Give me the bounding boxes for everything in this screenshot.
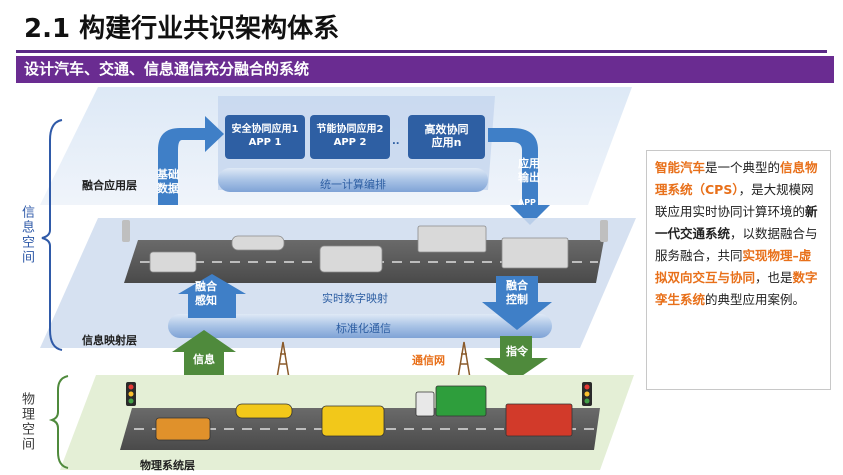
physical-vehicles xyxy=(155,385,573,441)
command-arrow xyxy=(484,336,548,380)
standard-comm-label: 标准化通信 xyxy=(336,322,391,335)
physical-traffic-lights xyxy=(126,382,592,406)
base-data-arrow xyxy=(158,116,224,205)
info-space-bracket xyxy=(41,119,63,351)
virtual-vehicles xyxy=(149,225,569,273)
virtual-traffic-lights xyxy=(122,220,608,242)
app-2-name: 节能协同应用2 xyxy=(316,124,384,135)
app-box-n xyxy=(408,115,485,159)
panel-text-5: 新一代交通系统 xyxy=(655,204,818,241)
app-1-label: 安全协同应用1 APP 1 xyxy=(225,123,305,149)
panel-text-4: ，是大规模网联应用实时协同计算环境的 xyxy=(655,182,814,219)
app-n-name: 高效协同 xyxy=(424,123,469,136)
page-title: 2.1 构建行业共识架构体系 xyxy=(24,14,340,44)
command-label: 指令 xyxy=(506,345,528,358)
app-output-arrow xyxy=(488,128,550,225)
info-label: 信息 xyxy=(193,353,215,366)
fusion-app-layer-label: 融合应用层 xyxy=(82,179,137,192)
panel-text-6: ，以数据融合与服务融合，共同 xyxy=(655,226,818,263)
apps-ellipsis: .. xyxy=(392,136,400,147)
fusion-control-arrow xyxy=(482,276,552,330)
app-n-sub: 应用n xyxy=(431,136,462,149)
app-2-label: 节能协同应用2 APP 2 xyxy=(310,123,390,149)
info-panel: 智能汽车是一个典型的信息物理系统（CPS），是大规模网联应用实时协同计算环境的新… xyxy=(646,150,831,390)
app-output-label: 应用输出 xyxy=(518,157,540,184)
panel-text-9: 数字孪生系统 xyxy=(655,270,818,307)
app-box-2 xyxy=(310,115,390,159)
panel-text-3: 信息物理系统（CPS） xyxy=(655,160,818,197)
physical-space-bracket xyxy=(48,375,69,469)
app-1-sub: APP 1 xyxy=(248,137,282,148)
panel-text-7: 实现物理–虚拟双向交互与协同 xyxy=(655,248,812,285)
app-2-sub: APP 2 xyxy=(333,137,367,148)
compute-pipe xyxy=(218,168,488,192)
physical-space-label: 物理空间 xyxy=(19,392,34,452)
physical-system-layer-label: 物理系统层 xyxy=(140,459,195,472)
comm-network-label: 通信网 xyxy=(412,354,445,367)
base-data-label: 基础数据 xyxy=(157,168,179,195)
info-arrow xyxy=(172,330,236,380)
panel-text-10: 的典型应用案例。 xyxy=(705,292,806,307)
info-mapping-layer-label: 信息映射层 xyxy=(82,334,137,347)
standard-comm-pipe xyxy=(168,314,552,338)
app-1-name: 安全协同应用1 xyxy=(231,124,299,135)
realtime-mapping-label: 实时数字映射 xyxy=(322,292,388,305)
info-space-label: 信息空间 xyxy=(19,205,34,265)
app-output-sub-label: APP xyxy=(518,198,536,207)
panel-text-8: ，也是 xyxy=(755,270,793,285)
subtitle-bar: 设计汽车、交通、信息通信充分融合的系统 xyxy=(16,56,834,83)
app-box-1 xyxy=(225,115,305,159)
fusion-sense-label: 融合感知 xyxy=(195,280,217,307)
fusion-control-label: 融合控制 xyxy=(506,279,528,306)
app-n-label: 高效协同 应用n xyxy=(408,123,485,149)
compute-label: 统一计算编排 xyxy=(320,178,386,191)
title-divider xyxy=(16,50,827,53)
panel-text-1: 智能汽车 xyxy=(655,160,706,175)
panel-text-2: 是一个典型的 xyxy=(705,160,781,175)
fusion-sense-arrow xyxy=(178,274,246,318)
comm-towers xyxy=(276,341,471,379)
